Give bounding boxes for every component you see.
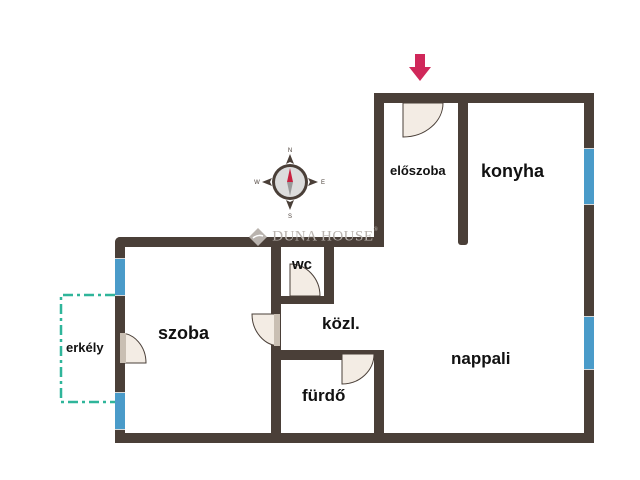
wall-top-szoba xyxy=(115,237,384,247)
wall-wc-bottom xyxy=(271,296,334,304)
wall-furdo-right xyxy=(374,350,384,443)
wall-top-entry xyxy=(374,93,594,103)
brand-name: DUNA HOUSE xyxy=(272,228,374,245)
wall-right xyxy=(584,93,594,443)
door-erkely-icon xyxy=(119,332,147,364)
wall-eloszoba-left xyxy=(374,93,384,247)
wall-wc-right xyxy=(324,237,334,304)
door-szoba-icon xyxy=(251,313,281,347)
entrance-arrow-icon xyxy=(409,54,431,81)
brand-watermark: DUNA HOUSE® xyxy=(248,227,379,247)
window-nappali xyxy=(584,316,594,370)
room-label-nappali: nappali xyxy=(451,349,511,368)
room-label-szoba: szoba xyxy=(158,323,210,343)
compass-s: S xyxy=(288,214,292,220)
room-label-wc: wc xyxy=(292,256,313,273)
brand-logo-icon xyxy=(249,228,267,246)
compass-icon: N S W E xyxy=(254,148,325,220)
room-label-eloszoba: előszoba xyxy=(390,163,446,178)
room-label-kozl: közl. xyxy=(322,314,360,333)
compass-e: E xyxy=(321,180,325,186)
window-szoba-top xyxy=(115,258,125,296)
window-konyha xyxy=(584,148,594,205)
wall-furdo-top xyxy=(271,350,384,360)
room-label-furdo: fürdő xyxy=(302,386,346,405)
compass-w: W xyxy=(254,180,260,186)
room-label-erkely: erkély xyxy=(66,340,104,355)
wall-konyha-divider xyxy=(458,93,468,245)
compass-n: N xyxy=(288,148,292,154)
window-szoba-bottom xyxy=(115,392,125,430)
door-furdo-icon xyxy=(341,353,375,385)
brand-registered: ® xyxy=(373,227,379,233)
room-label-konyha: konyha xyxy=(481,161,545,181)
balcony-outline xyxy=(59,293,115,404)
door-entrance-icon xyxy=(402,102,444,138)
door-wc-icon xyxy=(289,263,321,297)
wall-bottom xyxy=(115,433,594,443)
